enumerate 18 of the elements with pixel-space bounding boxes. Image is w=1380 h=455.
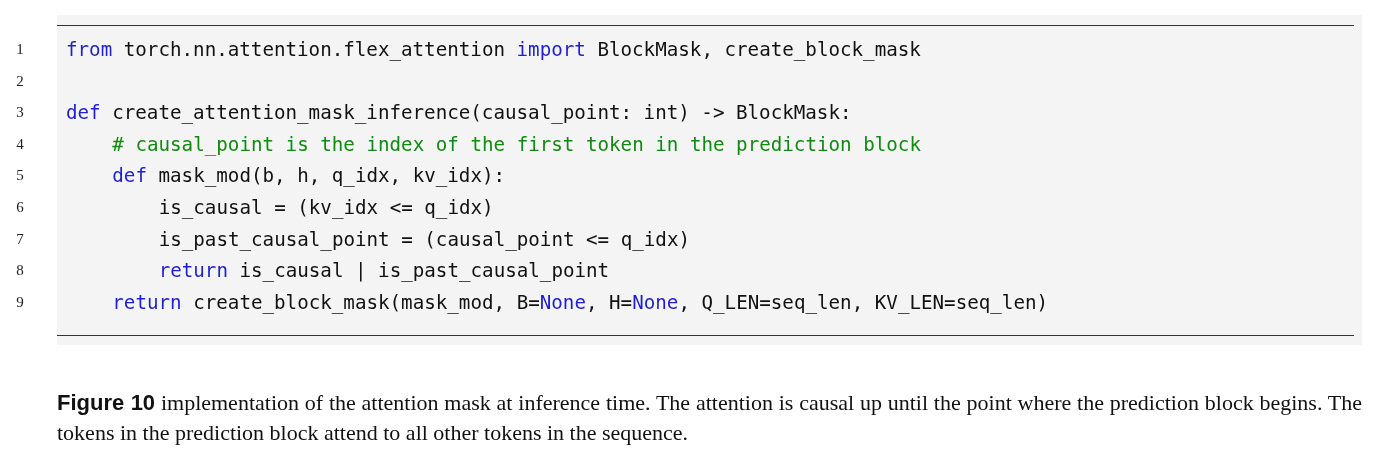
code-line: is_past_causal_point = (causal_point <= q_idx) (158, 227, 690, 251)
line-number: 8 (15, 262, 25, 280)
line-number: 9 (15, 293, 25, 311)
code-line: # causal_point is the index of the first token in the prediction block (112, 132, 921, 156)
code-line: return create_block_mask(mask_mod, B=None, H=None, Q_LEN=seq_len, KV_LEN=seq_len) (112, 290, 1049, 314)
line-number: 5 (15, 167, 25, 185)
code-line: from torch.nn.attention.flex_attention import BlockMask, create_block_mask (66, 38, 921, 61)
line-number: 6 (15, 199, 25, 216)
code-line: def create_attention_mask_inference(causal_point: int) -> BlockMask: (66, 101, 852, 125)
code-line: def mask_mod(b, h, q_idx, kv_idx): (112, 164, 506, 188)
code-line: is_causal = (kv_idx <= q_idx) (158, 196, 494, 219)
line-number: 1 (15, 41, 25, 58)
line-number: 7 (15, 230, 25, 248)
line-number: 4 (15, 135, 25, 153)
line-number: 2 (15, 72, 25, 90)
figure-caption: Figure 10 implementation of the attention mask at inference time. The attention is causal up until the point where the prediction block begins. The tokens in the prediction block attend to all other tokens in the sequence. (57, 389, 1362, 447)
line-number: 3 (15, 104, 25, 122)
code-line: return is_causal | is_past_causal_point (158, 259, 610, 283)
